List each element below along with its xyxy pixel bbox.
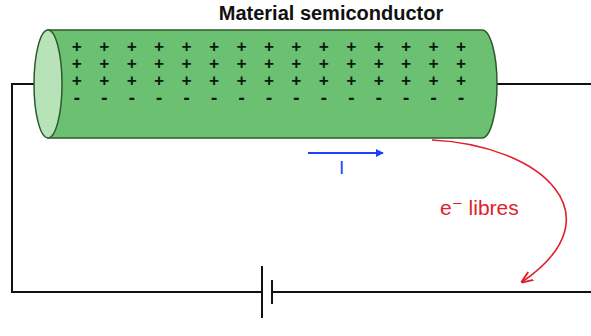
semiconductor-charges: + + + + + + + + + + + + + + ++ + + + + +…: [64, 38, 478, 130]
battery-plate: [271, 280, 273, 304]
battery-plate: [261, 266, 263, 318]
charge-row: + + + + + + + + + + + + + + +: [72, 72, 470, 89]
diagram-title: Material semiconductor: [150, 2, 512, 25]
rod-end-cap: [34, 30, 62, 138]
charge-row: + + + + + + + + + + + + + + +: [72, 38, 470, 55]
semiconductor-rod: [48, 30, 497, 138]
wire: [272, 291, 591, 293]
electron-label: e⁻ libres: [440, 196, 519, 220]
electron-arrow: [432, 140, 566, 282]
current-arrow: [308, 152, 383, 154]
wire: [497, 83, 591, 85]
charge-row: - - - - - - - - - - - - - - -: [72, 89, 470, 106]
current-label: I: [339, 157, 344, 179]
charge-row: + + + + + + + + + + + + + + +: [72, 55, 470, 72]
